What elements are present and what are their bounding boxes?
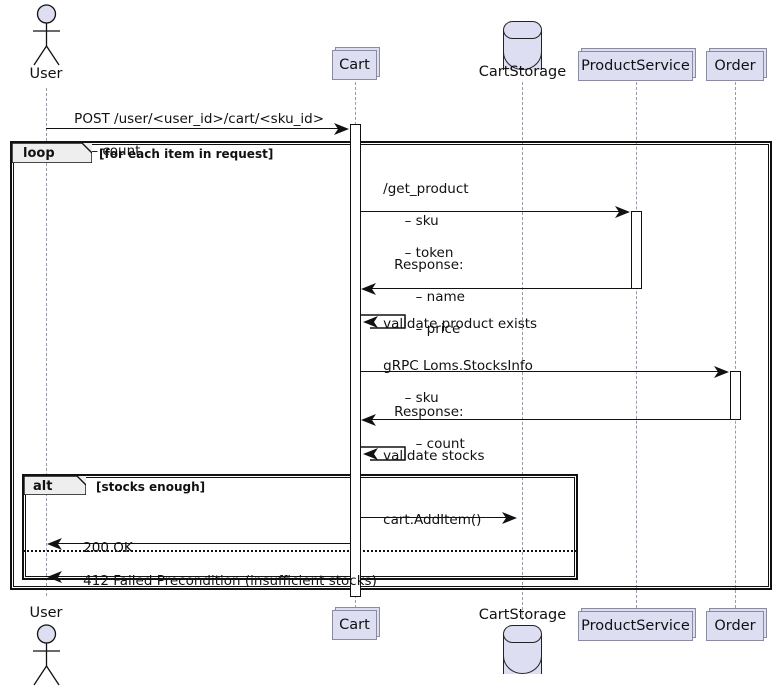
lifeline-productservice [636, 82, 637, 608]
participant-user-actor-bottom[interactable] [30, 624, 63, 686]
participant-label-cartstorage-bottom: CartStorage [478, 607, 567, 623]
lifeline-order [735, 82, 736, 608]
arrowhead-cart-additem [500, 510, 518, 529]
participant-productservice-top[interactable]: ProductService [578, 51, 693, 81]
actor-stick-figure-icon [33, 4, 60, 66]
participant-label-cart-top: Cart [339, 57, 370, 73]
message-arrow-post-cart [46, 128, 345, 129]
message-label-412-failed: 412 Failed Precondition (insufficient st… [66, 557, 377, 605]
message-line-1: 412 Failed Precondition (insufficient st… [83, 573, 377, 589]
message-label-validate-product: validate product exists [366, 300, 537, 348]
arrowhead-post-cart [332, 121, 350, 140]
arrowhead-412-failed [46, 569, 64, 588]
message-arrow-cart-additem [360, 517, 508, 518]
database-cylinder-top [503, 625, 542, 643]
message-selfcall-validate-stocks [360, 446, 420, 462]
arrowhead-grpc-stocksinfo [712, 364, 730, 383]
message-arrow-get-product [360, 211, 622, 212]
message-line-3: – token [383, 245, 454, 261]
message-selfcall-validate-product [360, 314, 420, 330]
message-line-3: – price [394, 321, 461, 337]
message-line-1: Response: [394, 404, 464, 420]
message-arrow-grpc-stocksinfo [360, 371, 721, 372]
message-line-1: cart.AddItem() [383, 512, 482, 528]
alt-fragment-operator: alt [33, 479, 53, 494]
participant-label-user-top: User [29, 66, 63, 82]
lifeline-user [46, 88, 47, 596]
arrowhead-200-ok [46, 536, 64, 555]
message-arrow-product-response [372, 288, 631, 289]
arrowhead-product-response [360, 281, 378, 300]
message-label-cart-additem: cart.AddItem() [366, 496, 481, 544]
loop-fragment-tab [12, 143, 92, 163]
participant-label-order-top: Order [714, 58, 756, 74]
message-line-1: validate product exists [383, 316, 538, 332]
participant-cart-bottom[interactable]: Cart [332, 610, 377, 640]
message-line-1: 200 OK [83, 540, 133, 556]
arrowhead-get-product [613, 204, 631, 223]
message-line-1: POST /user/<user_id>/cart/<sku_id> [74, 111, 325, 127]
participant-label-user-bottom: User [29, 605, 63, 621]
activation-order [730, 371, 741, 420]
participant-label-order-bottom: Order [714, 618, 756, 634]
lifeline-cartstorage [522, 82, 523, 620]
participant-cart-top[interactable]: Cart [332, 50, 377, 80]
message-label-post-cart: POST /user/<user_id>/cart/<sku_id> – cou… [57, 95, 324, 175]
message-line-2: – sku [383, 390, 439, 406]
message-line-1: Response: [394, 257, 464, 273]
loop-fragment-operator: loop [23, 146, 55, 161]
participant-label-cart-bottom: Cart [339, 617, 370, 633]
message-line-2: – count [74, 143, 141, 159]
message-label-product-response: Response: – name – price [377, 241, 465, 353]
participant-productservice-bottom[interactable]: ProductService [578, 611, 693, 641]
message-line-2: – name [394, 289, 465, 305]
participant-label-productservice-bottom: ProductService [581, 618, 690, 634]
message-label-validate-stocks: validate stocks [366, 432, 485, 480]
loop-fragment-condition: [for each item in request] [99, 147, 274, 161]
participant-label-productservice-top: ProductService [581, 58, 690, 74]
message-line-1: validate stocks [383, 448, 485, 464]
message-arrow-200-ok [58, 543, 350, 544]
message-line-2: – sku [383, 213, 439, 229]
message-arrow-stocks-response [372, 419, 730, 420]
database-cylinder-top [503, 21, 542, 39]
message-label-grpc-stocksinfo: gRPC Loms.StocksInfo – sku [366, 342, 533, 422]
message-line-1: /get_product [383, 181, 469, 197]
participant-cartstorage-top[interactable] [503, 21, 542, 71]
message-line-1: gRPC Loms.StocksInfo [383, 358, 533, 374]
participant-user-actor-top[interactable] [30, 4, 63, 66]
alt-fragment-condition: [stocks enough] [96, 480, 206, 494]
participant-cartstorage-bottom[interactable] [503, 625, 542, 675]
alt-fragment-tab [24, 476, 86, 495]
message-label-get-product: /get_product – sku – token [366, 165, 469, 277]
participant-label-cartstorage-top: CartStorage [478, 64, 567, 80]
activation-productservice [631, 211, 642, 289]
participant-order-bottom[interactable]: Order [706, 611, 764, 641]
message-label-stocks-response: Response: – count [377, 388, 465, 468]
participant-order-top[interactable]: Order [706, 51, 764, 81]
arrowhead-stocks-response [360, 412, 378, 431]
alt-fragment-else-divider [24, 550, 576, 552]
activation-cart [350, 124, 361, 597]
actor-stick-figure-icon [33, 624, 60, 686]
message-label-200-ok: 200 OK [66, 524, 133, 572]
message-line-2: – count [394, 436, 465, 452]
